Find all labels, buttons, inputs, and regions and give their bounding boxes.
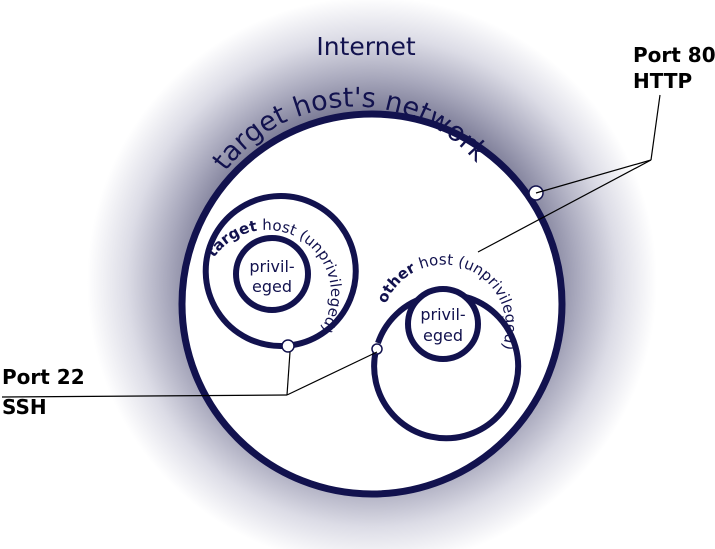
port22-label-line2: SSH	[2, 395, 47, 419]
other-privileged-line1: privil-	[420, 305, 465, 324]
port80-line-other	[477, 159, 652, 253]
other-privileged-line2: eged	[423, 326, 463, 345]
target-privileged-line2: eged	[252, 277, 292, 296]
port80-leader	[650, 94, 661, 161]
port22-target-opening	[281, 339, 295, 353]
other-privileged-ring	[405, 286, 481, 362]
port80-label-line2: HTTP	[633, 69, 692, 93]
port80-line-network	[535, 159, 652, 194]
network-boundary	[178, 110, 566, 498]
target-privileged-line1: privil-	[249, 257, 294, 276]
port22-line-target	[286, 351, 291, 396]
target-host-ring	[202, 193, 359, 350]
port22-line-other	[286, 351, 378, 396]
internet-label: Internet	[316, 32, 415, 61]
port80-label-line1: Port 80	[633, 43, 715, 67]
port22-label-line1: Port 22	[2, 365, 85, 389]
port-other-opening	[371, 343, 383, 355]
target-privileged-ring	[233, 235, 311, 313]
port22-leader	[1, 394, 288, 398]
